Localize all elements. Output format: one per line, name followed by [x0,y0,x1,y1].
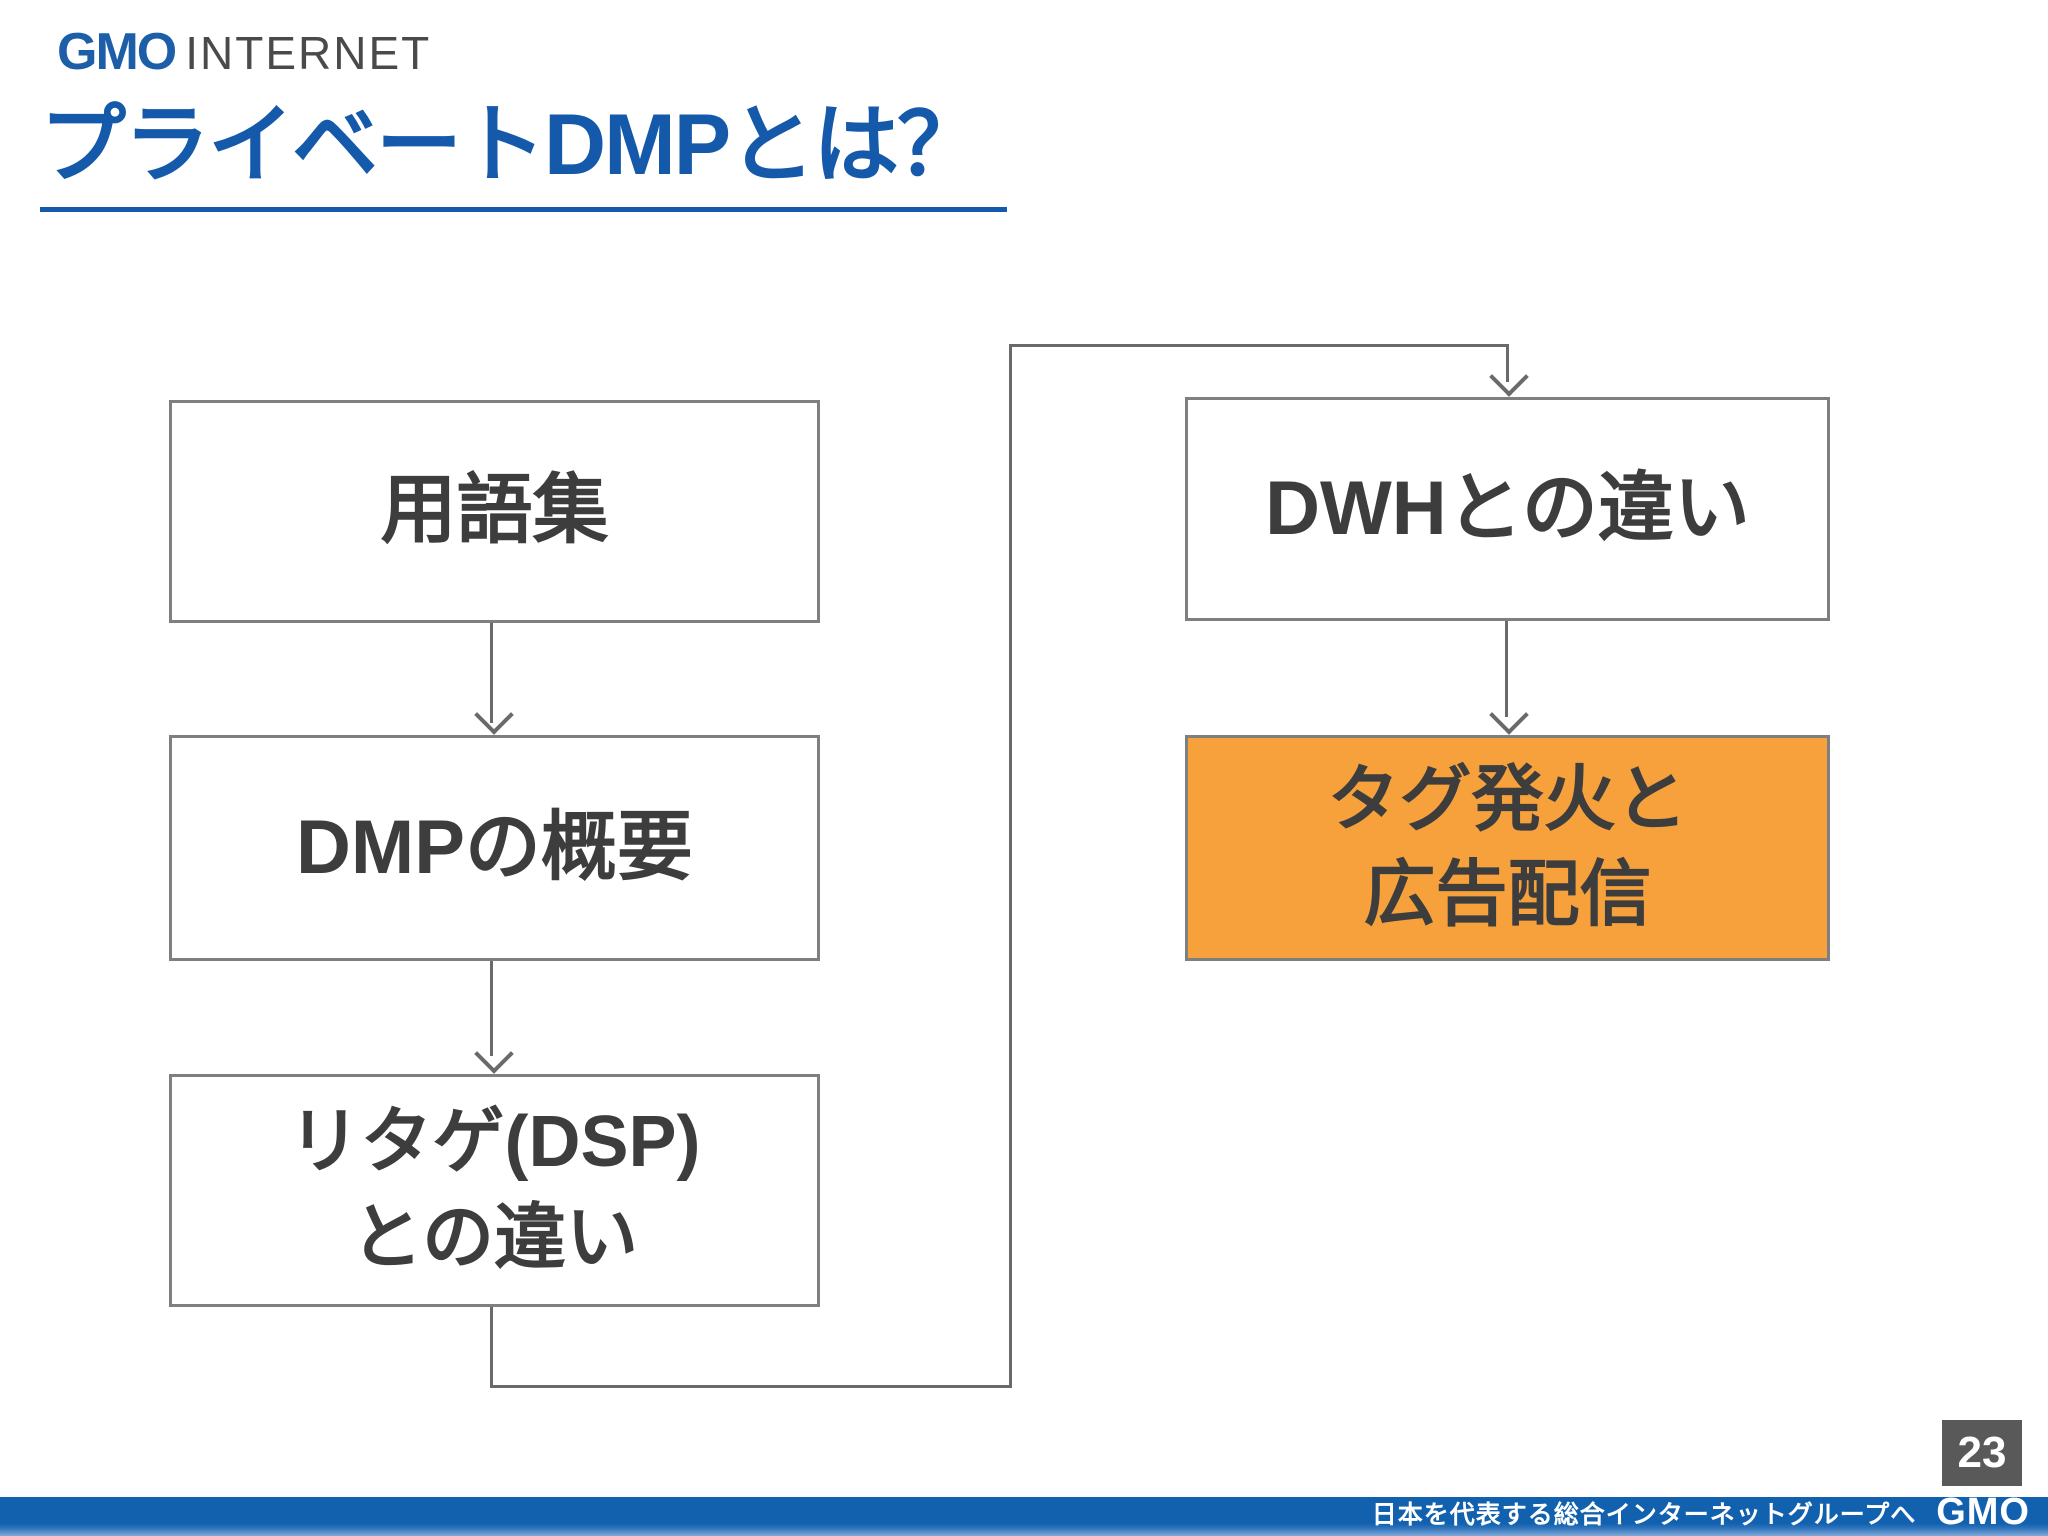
arrow-down-icon [474,695,514,735]
flow-box-dwh-label: DWHとの違い [1265,465,1750,551]
logo-internet-text: INTERNET [185,27,432,79]
flow-box-tag-firing-highlighted: タグ発火と 広告配信 [1185,735,1830,961]
flow-box-retargeting-dsp-label: リタゲ(DSP) との違い [288,1102,701,1278]
flow-box-glossary-label: 用語集 [380,468,609,554]
page-title: プライベートDMPとは？ [40,98,1008,212]
connector-line-segment [1009,344,1012,1388]
arrow-line-overview-to-retargeting [490,961,493,1056]
connector-line-segment [1009,344,1509,347]
flow-box-tag-firing-label: タグ発火と 広告配信 [1327,759,1688,935]
connector-line-segment [490,1385,1012,1388]
gmo-internet-logo: GMO INTERNET [57,22,431,82]
connector-line-segment [490,1307,493,1388]
flow-box-dwh: DWHとの違い [1185,397,1830,621]
arrow-down-icon [1489,695,1529,735]
page-number-badge: 23 [1942,1420,2022,1486]
arrow-down-icon [1489,357,1529,397]
arrow-down-icon [474,1034,514,1074]
flow-box-glossary: 用語集 [169,400,820,623]
footer-gmo-logo: GMO [1936,1491,2030,1533]
page-number: 23 [1957,1428,2007,1477]
arrow-line-dwh-to-tag-firing [1505,621,1508,717]
flow-box-dmp-overview-label: DMPの概要 [296,804,693,890]
connector-line-segment [1506,344,1509,382]
arrow-line-glossary-to-overview [490,623,493,723]
footer-tagline: 日本を代表する総合インターネットグループへ [1371,1500,1917,1529]
flow-box-retargeting-dsp: リタゲ(DSP) との違い [169,1074,820,1307]
flow-box-dmp-overview: DMPの概要 [169,735,820,961]
footer-bar: 日本を代表する総合インターネットグループへ GMO [0,1491,2048,1536]
logo-gmo-text: GMO [57,23,177,81]
